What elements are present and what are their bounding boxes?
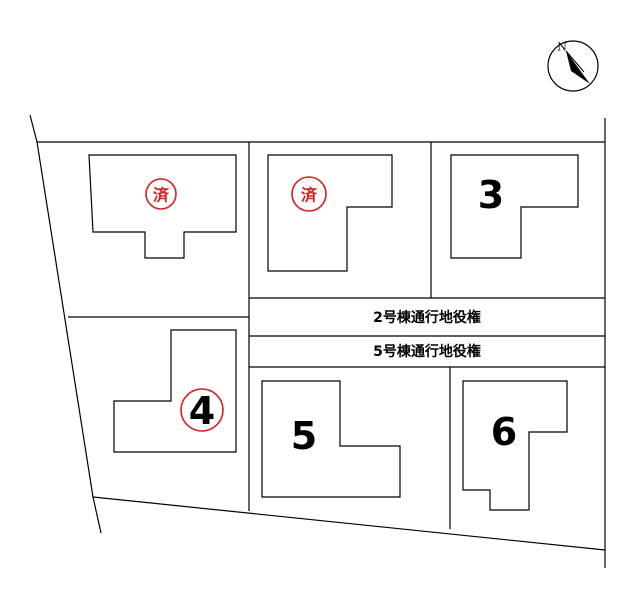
building-footprint-lot-6 (462, 380, 568, 511)
compass-north-label: N (557, 41, 567, 54)
easement-label-lot-2: 2号棟通行地役権 (373, 309, 481, 326)
lot-4[interactable] (113, 329, 237, 453)
lot-number-4: 4 (189, 389, 215, 433)
sold-stamp-lot-1: 済 (145, 178, 177, 210)
lot-number-5: 5 (291, 414, 317, 458)
lot-1[interactable] (88, 154, 237, 259)
lot-3[interactable] (450, 154, 579, 259)
sold-stamp-label: 済 (301, 186, 318, 205)
site-boundary (29, 114, 606, 568)
building-footprint-lot-1 (88, 154, 237, 259)
lot-number-4-circle (180, 388, 224, 432)
compass: N (547, 40, 599, 92)
easement-label-lot-5: 5号棟通行地役権 (373, 343, 481, 360)
sold-stamp-label: 済 (153, 186, 170, 205)
sold-stamp-lot-2: 済 (291, 176, 327, 212)
sold-stamp-circle (145, 178, 177, 210)
lot-number-3: 3 (478, 173, 504, 217)
compass-arrow-icon (566, 51, 590, 84)
lot-2[interactable] (267, 154, 393, 272)
building-footprint-lot-4 (113, 329, 237, 453)
lot-6[interactable] (462, 380, 568, 511)
building-footprint-lot-5 (261, 380, 401, 498)
building-footprint-lot-3 (450, 154, 579, 259)
building-footprint-lot-2 (267, 154, 393, 272)
lot-5[interactable] (261, 380, 401, 498)
sold-stamp-circle (291, 176, 327, 212)
lot-number-6: 6 (491, 410, 517, 454)
lot-divisions (68, 142, 605, 529)
